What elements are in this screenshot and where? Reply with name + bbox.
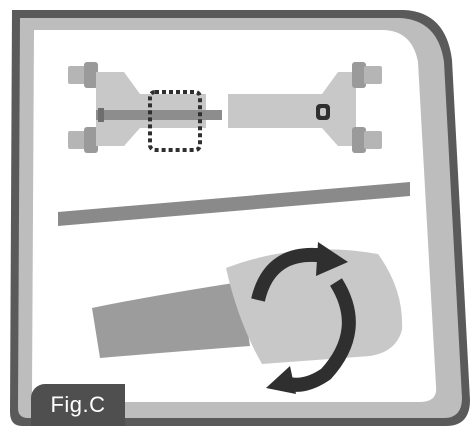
rotate-arrows-icon [251,242,356,394]
divider-bar [58,182,410,226]
clip-right-part [228,62,382,153]
figure-label: Fig.C [31,384,125,426]
strap [92,282,250,358]
clip-left-part [68,62,222,153]
